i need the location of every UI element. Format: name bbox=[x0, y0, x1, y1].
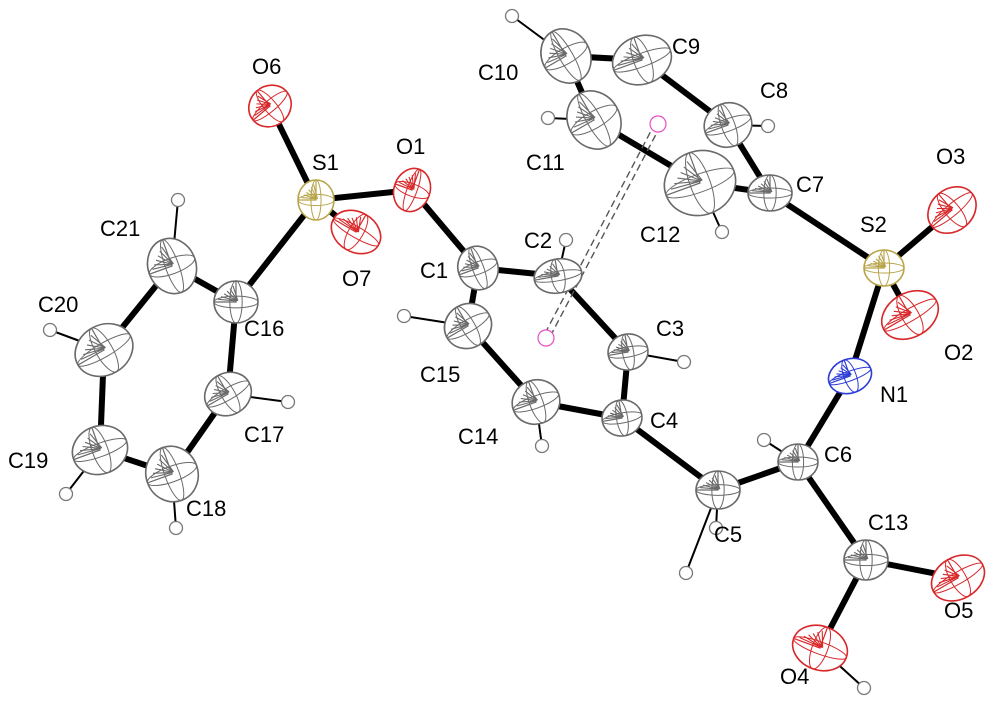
bond-S2-C7 bbox=[767, 190, 887, 271]
hydrogen-atom-C11-8 bbox=[540, 110, 556, 126]
atom-label-N1: N1 bbox=[880, 382, 908, 407]
atom-O7 bbox=[330, 209, 382, 255]
atom-label-C13: C13 bbox=[868, 510, 908, 535]
atom-C10 bbox=[540, 28, 592, 84]
hydrogen-atom-C5-3 bbox=[678, 565, 694, 581]
atom-label-C1: C1 bbox=[420, 258, 448, 283]
atom-O2 bbox=[880, 289, 940, 341]
atom-N1 bbox=[827, 357, 873, 395]
atom-label-C19: C19 bbox=[8, 448, 48, 473]
atom-O6 bbox=[248, 84, 292, 128]
atom-label-C11: C11 bbox=[526, 150, 565, 175]
atom-C7 bbox=[747, 174, 793, 212]
atom-C11 bbox=[566, 90, 622, 150]
atom-label-C20: C20 bbox=[38, 292, 78, 317]
label-layer: C1C2C3C4C5C6C7C8C9C10C11C12C13C14C15C16C… bbox=[8, 34, 973, 689]
atom-O3 bbox=[927, 186, 977, 234]
hydrogen-atom-C5-2 bbox=[708, 520, 724, 536]
atom-label-C6: C6 bbox=[824, 442, 852, 467]
atom-label-O2: O2 bbox=[944, 340, 973, 365]
atom-label-C14: C14 bbox=[458, 424, 498, 449]
atom-label-C4: C4 bbox=[650, 408, 678, 433]
atom-S1 bbox=[297, 179, 335, 221]
hydrogen-atom-C20-15 bbox=[42, 322, 58, 338]
pi-interaction-line-2 bbox=[542, 122, 656, 337]
atom-label-S1: S1 bbox=[312, 150, 339, 175]
atom-label-C21: C21 bbox=[100, 216, 140, 241]
atom-label-O3: O3 bbox=[936, 144, 965, 169]
atom-layer bbox=[71, 28, 986, 672]
atom-C21 bbox=[146, 237, 198, 295]
atom-C6 bbox=[777, 443, 819, 481]
bonds-layer bbox=[97, 53, 961, 651]
atom-C2 bbox=[533, 257, 583, 295]
atom-label-C7: C7 bbox=[796, 172, 824, 197]
pi-interaction-line-1 bbox=[548, 125, 662, 340]
atom-C20 bbox=[74, 322, 134, 378]
atom-C3 bbox=[607, 333, 649, 371]
atom-label-O4: O4 bbox=[780, 664, 809, 689]
atom-label-C15: C15 bbox=[420, 362, 460, 387]
atom-C5 bbox=[695, 470, 741, 510]
hydrogen-atom-C15-11 bbox=[396, 308, 412, 324]
hydrogen-atom-C14-10 bbox=[534, 438, 550, 454]
atom-label-C5: C5 bbox=[714, 522, 742, 547]
atom-C14 bbox=[511, 378, 561, 426]
atom-O5 bbox=[930, 554, 986, 602]
hydrogen-atom-C19-14 bbox=[58, 486, 74, 502]
atom-label-C18: C18 bbox=[186, 496, 226, 521]
atom-label-S2: S2 bbox=[860, 212, 887, 237]
atom-label-C9: C9 bbox=[672, 34, 700, 59]
atom-O4 bbox=[791, 624, 849, 672]
centroid-Cg2 bbox=[537, 329, 555, 347]
atom-C12 bbox=[663, 149, 737, 217]
atom-label-C16: C16 bbox=[244, 316, 284, 341]
hydrogen-atom-C2-0 bbox=[558, 232, 574, 248]
atom-C4 bbox=[601, 399, 643, 437]
hydrogen-atom-C12-9 bbox=[714, 224, 730, 240]
centroid-Cg1 bbox=[649, 115, 667, 133]
atom-C16 bbox=[213, 280, 259, 324]
hydrogen-atom-C21-16 bbox=[170, 192, 186, 208]
atom-C18 bbox=[144, 445, 200, 503]
hydrogen-atom-C8-5 bbox=[760, 118, 776, 134]
atom-label-C2: C2 bbox=[524, 228, 552, 253]
atom-label-O6: O6 bbox=[252, 54, 281, 79]
atom-label-C3: C3 bbox=[656, 316, 684, 341]
atom-label-C12: C12 bbox=[640, 222, 680, 247]
atom-S2 bbox=[863, 249, 905, 287]
hydrogen-atom-C18-13 bbox=[168, 520, 184, 536]
atom-label-O7: O7 bbox=[342, 266, 371, 291]
atom-label-C17: C17 bbox=[244, 422, 284, 447]
atom-C8 bbox=[703, 101, 753, 149]
atom-label-O1: O1 bbox=[396, 134, 425, 159]
atom-C9 bbox=[611, 34, 673, 86]
atom-label-O5: O5 bbox=[944, 598, 973, 623]
hydrogen-atom-C17-12 bbox=[280, 394, 296, 410]
atom-C13 bbox=[843, 539, 889, 581]
pi-stacking-layer bbox=[537, 115, 667, 347]
atom-O1 bbox=[392, 167, 432, 213]
hydrogen-atom-C3-1 bbox=[676, 354, 692, 370]
atom-label-C10: C10 bbox=[478, 60, 518, 85]
hydrogen-atom-C6-4 bbox=[756, 432, 772, 448]
hydrogen-atom-O4-17 bbox=[856, 680, 872, 696]
atom-C1 bbox=[456, 245, 500, 291]
hydrogen-atom-C10-7 bbox=[504, 8, 520, 24]
atom-C17 bbox=[203, 371, 253, 417]
atom-C15 bbox=[443, 302, 493, 350]
atom-label-C8: C8 bbox=[760, 78, 788, 103]
atom-C19 bbox=[71, 424, 129, 476]
